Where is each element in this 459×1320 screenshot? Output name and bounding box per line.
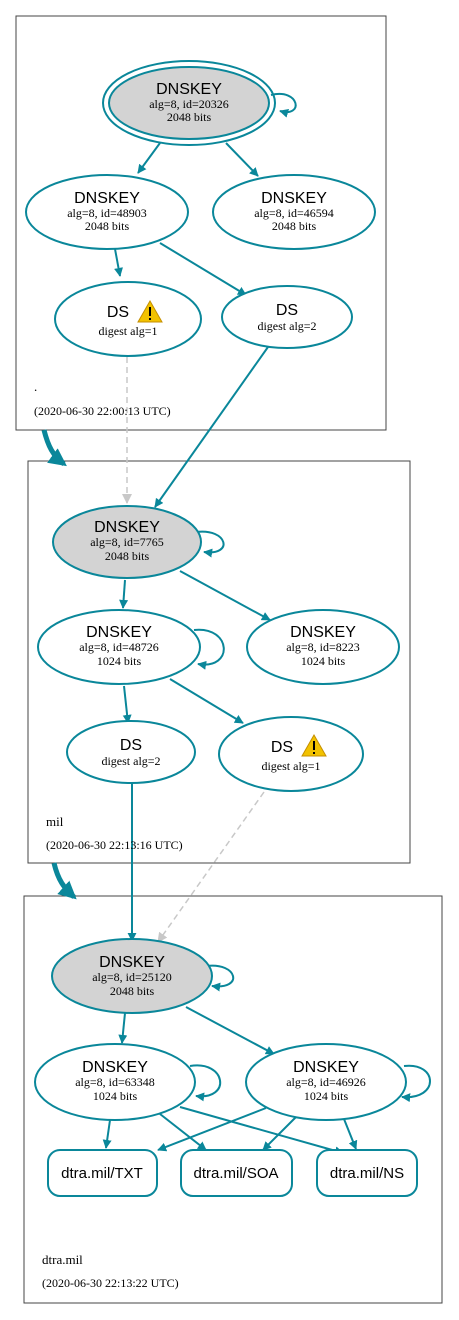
node-type-label: DNSKEY (86, 624, 152, 641)
node-dnskey-7765[interactable]: DNSKEY alg=8, id=7765 2048 bits (52, 505, 202, 579)
edge-mil-ds1-to-dtra-ksk (157, 791, 265, 943)
edge-48903-to-ds1 (114, 248, 123, 277)
node-alg-label: alg=8, id=48903 (67, 206, 147, 220)
node-bits-label: 2048 bits (272, 219, 317, 233)
node-bits-label: 2048 bits (85, 219, 130, 233)
node-dnskey-48726[interactable]: DNSKEY alg=8, id=48726 1024 bits (37, 609, 201, 685)
edge-delegation-root-mil (41, 429, 67, 467)
edge-dtra-ksk-to-63348 (118, 1012, 128, 1044)
edge-63348-to-soa (159, 1113, 207, 1151)
node-type-label: DS (276, 302, 298, 319)
edge-ds2-to-mil-ksk (154, 346, 269, 508)
node-digest-label: digest alg=1 (98, 324, 157, 338)
node-ds-digest2-root[interactable]: DS digest alg=2 (221, 285, 353, 349)
zone-root-box (15, 15, 387, 431)
node-dnskey-46594[interactable]: DNSKEY alg=8, id=46594 2048 bits (212, 174, 376, 250)
zone-dtra-mil-box (23, 895, 443, 1304)
node-rrset-soa[interactable]: dtra.mil/SOA (180, 1149, 293, 1197)
rrset-label: dtra.mil/SOA (193, 1165, 278, 1182)
node-dnskey-46926[interactable]: DNSKEY alg=8, id=46926 1024 bits (245, 1043, 407, 1121)
edge-ksk-root-self (270, 92, 297, 118)
node-alg-label: alg=8, id=46926 (286, 1075, 366, 1089)
node-dnskey-20326[interactable]: DNSKEY alg=8, id=20326 2048 bits (102, 60, 276, 146)
edge-delegation-mil-dtra (51, 862, 77, 900)
edge-mil-ksk-to-8223 (179, 570, 271, 621)
edge-46926-to-txt (157, 1107, 267, 1152)
node-ds-digest1-mil[interactable]: DS digest alg=1 (218, 716, 364, 792)
node-alg-label: alg=8, id=20326 (149, 97, 229, 111)
warning-icon (301, 733, 327, 757)
node-type-label: DS (120, 737, 142, 754)
node-alg-label: alg=8, id=8223 (286, 640, 360, 654)
node-bits-label: 2048 bits (105, 549, 150, 563)
node-dnskey-48903[interactable]: DNSKEY alg=8, id=48903 2048 bits (25, 174, 189, 250)
zone-root-name: . (34, 379, 37, 394)
node-digest-label: digest alg=1 (261, 759, 320, 773)
node-bits-label: 1024 bits (97, 654, 142, 668)
edge-46926-self (401, 1064, 431, 1103)
rrset-label: dtra.mil/TXT (61, 1165, 143, 1182)
node-bits-label: 1024 bits (93, 1089, 138, 1103)
node-type-label: DNSKEY (290, 624, 356, 641)
node-type-label: DNSKEY (74, 190, 140, 207)
edge-46926-to-ns (343, 1118, 358, 1150)
zone-dtra-mil-timestamp: (2020-06-30 22:13:22 UTC) (42, 1276, 179, 1290)
edge-dtra-ksk-self (205, 964, 234, 992)
node-bits-label: 2048 bits (167, 110, 212, 124)
zone-dtra-mil-name: dtra.mil (42, 1252, 83, 1267)
node-bits-label: 2048 bits (110, 984, 155, 998)
edge-root-ksk-to-46594 (225, 142, 259, 177)
node-digest-label: digest alg=2 (257, 319, 316, 333)
edge-mil-ksk-self (195, 530, 225, 558)
node-alg-label: alg=8, id=25120 (92, 970, 172, 984)
node-bits-label: 1024 bits (304, 1089, 349, 1103)
node-alg-label: alg=8, id=46594 (254, 206, 334, 220)
node-dnskey-63348[interactable]: DNSKEY alg=8, id=63348 1024 bits (34, 1043, 196, 1121)
edge-63348-to-txt (102, 1119, 112, 1149)
node-rrset-txt[interactable]: dtra.mil/TXT (47, 1149, 158, 1197)
edge-46926-to-soa (262, 1116, 297, 1151)
edge-63348-to-ns (179, 1106, 344, 1156)
node-ds-digest2-mil[interactable]: DS digest alg=2 (66, 720, 196, 784)
node-type-label: DNSKEY (82, 1059, 148, 1076)
node-alg-label: alg=8, id=48726 (79, 640, 159, 654)
zone-root-timestamp: (2020-06-30 22:00:13 UTC) (34, 404, 171, 418)
edge-48726-self (193, 628, 225, 670)
node-rrset-ns[interactable]: dtra.mil/NS (316, 1149, 418, 1197)
node-ds-digest1-root[interactable]: DS digest alg=1 (54, 281, 202, 357)
zone-mil-timestamp: (2020-06-30 22:13:16 UTC) (46, 838, 183, 852)
node-dnskey-8223[interactable]: DNSKEY alg=8, id=8223 1024 bits (246, 609, 400, 685)
node-type-label: DS (107, 304, 129, 321)
edge-root-ksk-to-48903 (137, 142, 161, 174)
rrset-label: dtra.mil/NS (330, 1165, 404, 1182)
node-bits-label: 1024 bits (301, 654, 346, 668)
zone-mil-name: mil (46, 814, 64, 829)
node-digest-label: digest alg=2 (101, 754, 160, 768)
edge-mil-ksk-to-48726 (119, 579, 129, 609)
node-dnskey-25120[interactable]: DNSKEY alg=8, id=25120 2048 bits (51, 938, 213, 1014)
edge-63348-self (189, 1064, 222, 1102)
node-alg-label: alg=8, id=63348 (75, 1075, 155, 1089)
edge-48726-to-ds1 (169, 678, 244, 724)
node-type-label: DS (271, 739, 293, 756)
zone-mil-box (27, 460, 411, 864)
node-type-label: DNSKEY (99, 954, 165, 971)
warning-icon (137, 299, 163, 323)
edge-48903-to-ds2 (159, 242, 247, 296)
node-type-label: DNSKEY (94, 519, 160, 536)
node-type-label: DNSKEY (261, 190, 327, 207)
node-type-label: DNSKEY (156, 81, 222, 98)
edge-48726-to-ds2 (122, 685, 132, 724)
node-type-label: DNSKEY (293, 1059, 359, 1076)
edge-dtra-ksk-to-46926 (185, 1006, 275, 1055)
node-alg-label: alg=8, id=7765 (90, 535, 164, 549)
